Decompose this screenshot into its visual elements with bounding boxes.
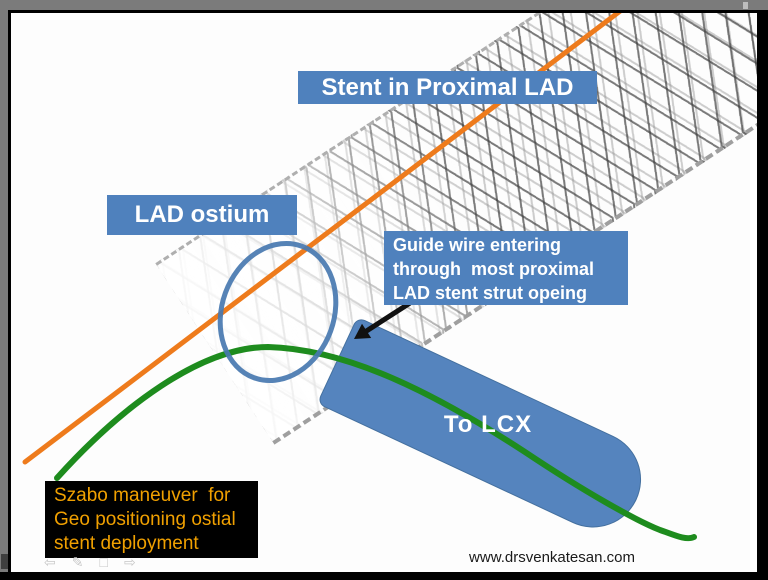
szabo-caption: Szabo maneuver for Geo positioning ostia… xyxy=(45,481,258,558)
website-watermark: www.drsvenkatesan.com xyxy=(469,549,635,566)
frame-scroll-tick xyxy=(743,2,748,9)
szabo-caption-line3: stent deployment xyxy=(54,533,199,554)
guidewire-note-line3: LAD stent strut opeing xyxy=(393,283,587,303)
guidewire-note: Guide wire entering through most proxima… xyxy=(384,231,628,305)
window-frame-left xyxy=(0,0,8,572)
lcx-wire-line xyxy=(54,343,697,542)
szabo-caption-line2: Geo positioning ostial xyxy=(54,509,236,530)
slide-menu-icon[interactable]: □ xyxy=(99,554,108,570)
pointer-arrow-head xyxy=(354,323,372,339)
szabo-caption-line1: Szabo maneuver for xyxy=(54,485,231,506)
forward-arrow-icon[interactable]: ⇨ xyxy=(123,554,136,570)
frame-corner-chip xyxy=(1,554,8,569)
ostium-ellipse xyxy=(217,240,339,384)
window-frame-top xyxy=(0,0,768,10)
slide-canvas: Stent in Proximal LAD LAD ostium Guide w… xyxy=(11,13,757,572)
guidewire-note-line2: through most proximal xyxy=(393,259,595,279)
pointer-arrow-shaft xyxy=(361,300,412,336)
title-label: Stent in Proximal LAD xyxy=(298,71,597,104)
lad-ostium-label: LAD ostium xyxy=(107,195,297,235)
guidewire-note-line1: Guide wire entering xyxy=(393,235,562,255)
pen-icon[interactable]: ✎ xyxy=(71,554,84,570)
back-arrow-icon[interactable]: ⇦ xyxy=(44,554,56,570)
slideshow-nav: ⇦ ✎ □ ⇨ xyxy=(44,554,136,571)
to-lcx-label: To LCX xyxy=(443,411,533,438)
